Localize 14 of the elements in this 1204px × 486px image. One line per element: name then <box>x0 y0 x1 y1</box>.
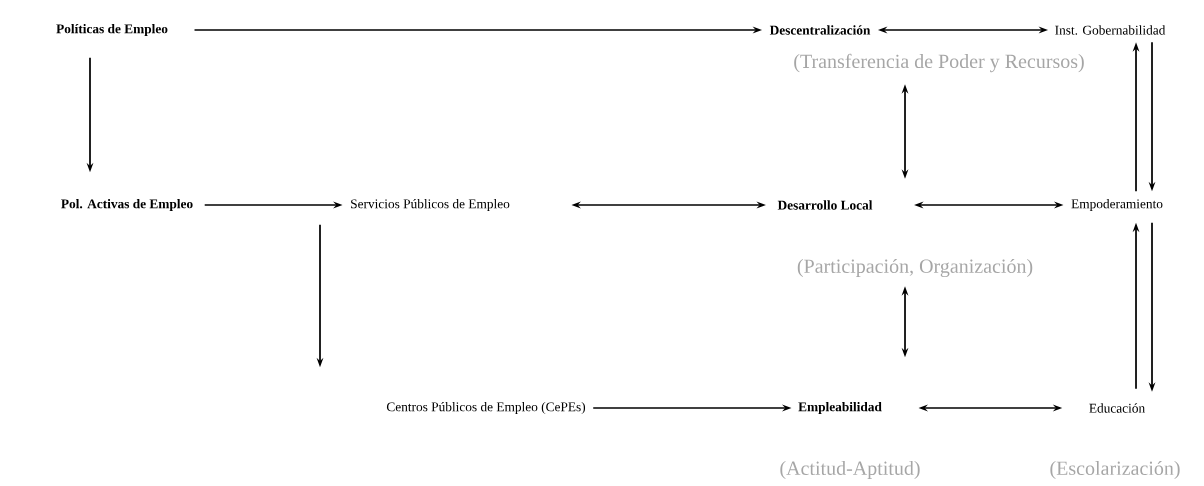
concept-text: Desarrollo Local <box>777 200 873 210</box>
concept-text: Educación <box>1089 403 1145 413</box>
concept-text: Servicios Públicos de Empleo <box>351 198 510 212</box>
subtitle-text: (Actitud-Aptitud) <box>780 460 920 480</box>
concept-text: Centros Públicos de Empleo (CePEs) <box>386 401 586 415</box>
subtitle-text: (Transferencia de Poder y Recursos) <box>794 53 1084 73</box>
concept-text: Empoderamiento <box>1071 198 1163 212</box>
concept-text: Políticas de Empleo <box>56 23 168 37</box>
concept-text: Empleabilidad <box>798 401 882 415</box>
subtitle-text: (Participación, Organización) <box>797 258 1033 278</box>
concept-text: Inst. Gobernabilidad <box>1055 25 1166 35</box>
concept-text: Descentralización <box>769 25 871 35</box>
subtitle-text: (Escolarización) <box>1050 460 1180 480</box>
concept-text: Pol. Activas de Empleo <box>61 198 193 212</box>
